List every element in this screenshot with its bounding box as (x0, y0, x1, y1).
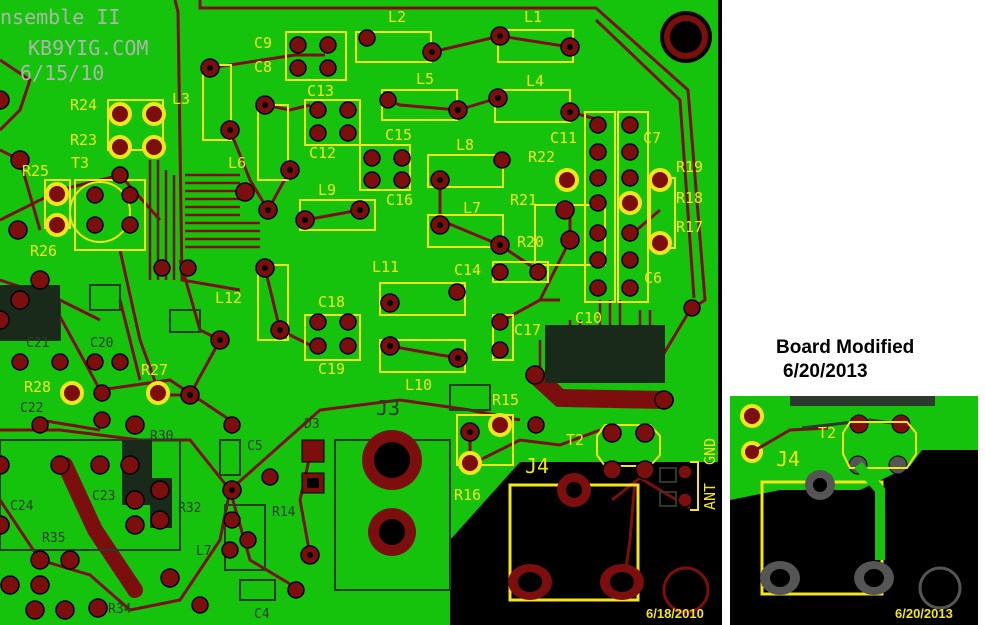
label-C21: C21 (26, 336, 49, 351)
caption-date: 6/20/2013 (783, 361, 868, 382)
label-R34: R34 (108, 602, 132, 617)
label-R25: R25 (22, 162, 49, 180)
label-R15: R15 (492, 391, 519, 409)
label-C16: C16 (386, 191, 413, 209)
label-J4: J4 (525, 454, 549, 478)
label-C7: C7 (643, 129, 661, 147)
board-url: KB9YIG.COM (28, 36, 148, 60)
main-board (0, 0, 722, 625)
label-L12: L12 (215, 289, 242, 307)
annular-pads (45, 102, 672, 475)
label-ant: ANT (701, 483, 719, 510)
label-T2: T2 (566, 431, 584, 449)
label-C4: C4 (254, 607, 270, 622)
label-R35: R35 (42, 531, 65, 546)
label-C9: C9 (254, 34, 272, 52)
ic-fanout-traces (148, 160, 652, 382)
wide-traces (57, 366, 674, 598)
connector-j4 (508, 473, 710, 614)
label-T3: T3 (71, 154, 89, 172)
label-C14: C14 (454, 261, 481, 279)
label-C5: C5 (247, 439, 263, 454)
label-C18: C18 (318, 293, 345, 311)
label-L3: L3 (172, 90, 190, 108)
board-date: 6/15/10 (20, 61, 104, 85)
modified-board-inset: T2 J4 6/20/2013 (730, 396, 978, 625)
label-L7b: L7 (196, 544, 212, 559)
date-original: 6/18/2010 (646, 606, 704, 621)
through-hole-pads (0, 26, 701, 620)
silkscreen-labels: nsemble II KB9YIG.COM 6/15/10 L2 L1 C9 C… (0, 5, 719, 622)
label-L10: L10 (405, 376, 432, 394)
label-C15: C15 (385, 126, 412, 144)
label-R27: R27 (141, 361, 168, 379)
connector-j3 (301, 430, 422, 556)
board-name: nsemble II (0, 5, 120, 29)
modification-caption: Board Modified 6/20/2013 (776, 336, 914, 384)
label-L1: L1 (524, 8, 542, 26)
signal-traces (0, 34, 691, 612)
label-L7: L7 (463, 199, 481, 217)
label-R22: R22 (528, 148, 555, 166)
label-C22: C22 (20, 401, 43, 416)
ic-pads (0, 285, 665, 528)
label-L4: L4 (526, 72, 544, 90)
label-C12: C12 (309, 144, 336, 162)
label-C19: C19 (318, 360, 345, 378)
label-C24: C24 (10, 499, 34, 514)
label-C23: C23 (92, 489, 115, 504)
label-R14: R14 (272, 505, 296, 520)
label-R28: R28 (24, 378, 51, 396)
label-C20: C20 (90, 336, 113, 351)
label-L8: L8 (456, 136, 474, 154)
label-L2: L2 (388, 8, 406, 26)
label-L11: L11 (372, 258, 399, 276)
label-R16: R16 (454, 486, 481, 504)
label-C8: C8 (254, 58, 272, 76)
inset-label-J4: J4 (776, 447, 800, 471)
label-R21: R21 (510, 191, 537, 209)
label-D3: D3 (304, 417, 320, 432)
label-R17: R17 (676, 218, 703, 236)
label-C10: C10 (575, 309, 602, 327)
label-R23: R23 (70, 131, 97, 149)
bottom-silkscreen (0, 284, 677, 601)
label-C17: C17 (514, 321, 541, 339)
label-L6: L6 (228, 154, 246, 172)
inset-label-T2: T2 (818, 424, 836, 442)
label-J3: J3 (376, 396, 400, 420)
label-C6: C6 (644, 269, 662, 287)
caption-title: Board Modified (776, 337, 915, 358)
label-R20: R20 (517, 233, 544, 251)
label-gnd: GND (701, 438, 719, 465)
label-R18: R18 (676, 189, 703, 207)
label-L9: L9 (318, 181, 336, 199)
label-C13: C13 (307, 82, 334, 100)
date-modified: 6/20/2013 (895, 606, 953, 621)
label-R26: R26 (30, 242, 57, 260)
label-R19: R19 (676, 158, 703, 176)
label-L5: L5 (416, 70, 434, 88)
label-R32: R32 (178, 501, 201, 516)
label-R24: R24 (70, 96, 97, 114)
label-C11: C11 (550, 129, 577, 147)
label-R30: R30 (150, 429, 173, 444)
